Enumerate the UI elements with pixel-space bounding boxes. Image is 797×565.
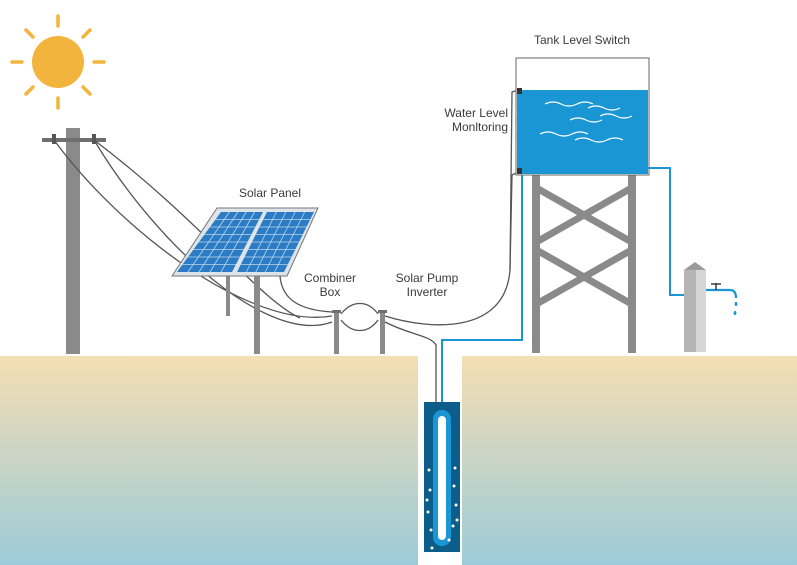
tap-stand (684, 262, 706, 352)
bubble (454, 503, 458, 507)
label-inverter-line2: Inverter (406, 285, 448, 299)
water-drop-icon (733, 302, 738, 315)
panel-supports (226, 276, 260, 354)
label-water-level-line1: Water Level (444, 106, 508, 120)
bubble (430, 546, 434, 550)
label-tank-level-switch: Tank Level Switch (533, 33, 631, 47)
bubble (453, 466, 457, 470)
solar-pump-inverter (378, 310, 387, 354)
submersible-pump (424, 402, 460, 552)
bubble (447, 538, 451, 542)
bubble (426, 510, 430, 514)
bubble (425, 498, 429, 502)
combiner-box (332, 310, 341, 354)
panel-cable (279, 275, 333, 313)
label-inverter: Solar Pump Inverter (382, 271, 472, 299)
sun-icon (10, 14, 106, 110)
bubble (427, 468, 431, 472)
outlet-pipe (648, 167, 690, 296)
ground (0, 356, 797, 565)
sensor-cable (384, 171, 519, 326)
dc-cables (340, 302, 379, 332)
label-combiner-box: Combiner Box (298, 271, 362, 299)
water-tank (515, 57, 650, 176)
tank-tower (532, 175, 636, 353)
bubble (455, 518, 459, 522)
utility-pole (42, 128, 106, 354)
bubble (429, 528, 433, 532)
bubble (452, 484, 456, 488)
label-water-level-monitoring: Water Level Monltoring (418, 106, 508, 134)
label-water-level-line2: Monltoring (451, 120, 508, 134)
label-combiner-line2: Box (319, 285, 341, 299)
label-inverter-line1: Solar Pump (395, 271, 459, 285)
label-combiner-line1: Combiner (303, 271, 357, 285)
pump-cable (384, 321, 437, 402)
solar-panel (171, 207, 319, 277)
faucet-icon (706, 283, 738, 299)
bubble (451, 524, 455, 528)
bubble (428, 488, 432, 492)
label-solar-panel: Solar Panel (238, 186, 302, 200)
